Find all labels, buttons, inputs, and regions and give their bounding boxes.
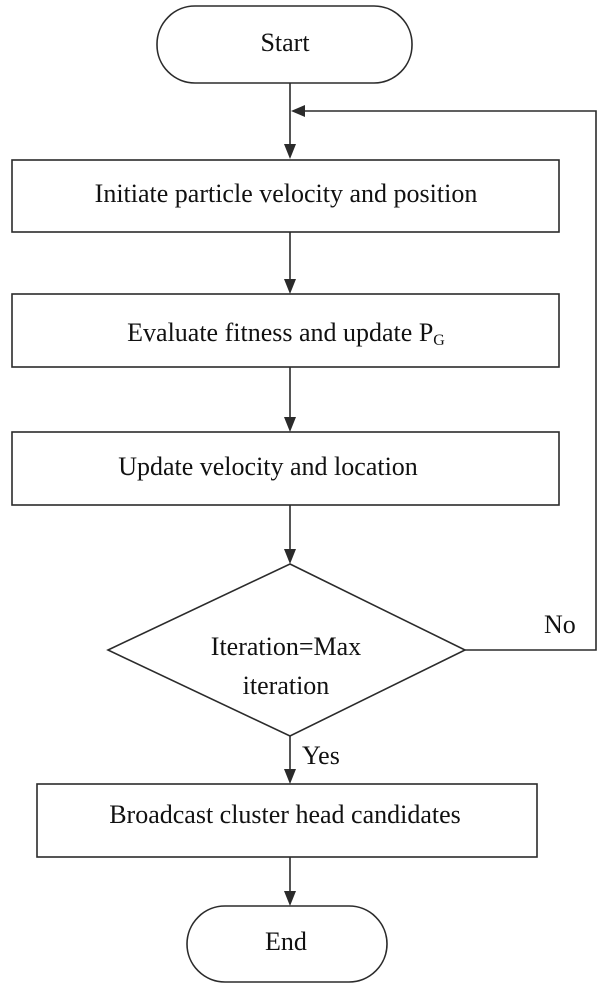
evaluate-main-text: Evaluate fitness and update P	[127, 318, 433, 347]
evaluate-subscript: G	[433, 332, 445, 349]
decision-label-line1: Iteration=Max	[211, 632, 361, 661]
init-process-box	[11, 159, 560, 233]
broadcast-process-label: Broadcast cluster head candidates	[109, 800, 461, 829]
evaluate-process-box	[11, 293, 560, 368]
end-label: End	[265, 927, 307, 956]
arrowhead-no-loop	[291, 105, 305, 117]
arrowhead-decision-to-broadcast	[284, 769, 296, 784]
start-label: Start	[260, 28, 310, 57]
arrowhead-start-to-init	[284, 144, 296, 159]
evaluate-process-label: Evaluate fitness and update PG	[127, 318, 445, 349]
end-terminal	[186, 905, 388, 983]
update-process-box	[11, 431, 560, 506]
decision-label-line2: iteration	[243, 671, 330, 700]
arrowhead-update-to-decision	[284, 549, 296, 564]
start-terminal	[156, 5, 413, 84]
init-process-label: Initiate particle velocity and position	[95, 179, 478, 208]
arrowhead-init-to-evaluate	[284, 279, 296, 294]
arrowhead-broadcast-to-end	[284, 891, 296, 906]
no-branch-label: No	[544, 610, 576, 639]
broadcast-process-box	[36, 783, 538, 858]
no-loop-connector	[301, 110, 597, 651]
update-process-label: Update velocity and location	[118, 452, 418, 481]
yes-branch-label: Yes	[302, 741, 340, 770]
arrowhead-evaluate-to-update	[284, 417, 296, 432]
